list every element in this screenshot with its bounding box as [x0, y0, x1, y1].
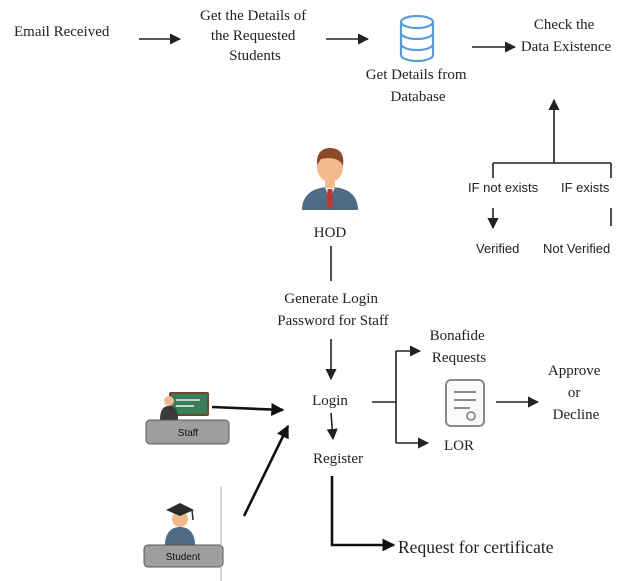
- path-register-to-request: [330, 476, 396, 552]
- generate-label: Generate Login Password for Staff: [277, 291, 388, 329]
- register-label: Register: [313, 451, 363, 467]
- approve-label: Approve or Decline: [548, 363, 604, 423]
- lor-label: LOR: [444, 438, 474, 454]
- graduate-student-icon: [165, 503, 195, 545]
- arrow-student-to-login: [242, 424, 290, 517]
- not-verified-label: Not Verified: [543, 241, 610, 256]
- student-label: Student: [166, 552, 201, 563]
- database-icon: [399, 14, 435, 63]
- arrow-login-to-register: [326, 412, 338, 441]
- request-label: Request for certificate: [398, 537, 554, 557]
- arrow-staff-to-login: [211, 403, 285, 417]
- hod-label: HOD: [314, 225, 347, 241]
- staff-label: Staff: [178, 428, 199, 439]
- certificate-document-icon: [445, 379, 485, 427]
- bonafide-label: Bonafide Requests: [430, 328, 489, 366]
- verified-label: Verified: [476, 241, 519, 256]
- staff-badge: [145, 419, 230, 445]
- student-badge: [143, 544, 224, 568]
- manager-avatar-icon: [302, 148, 358, 210]
- email-received-label: Email Received: [14, 24, 110, 40]
- if-not-exists-label: IF not exists: [468, 180, 539, 195]
- if-exists-label: IF exists: [561, 180, 610, 195]
- check-label: Check the Data Existence: [521, 17, 612, 55]
- get-details-label: Get the Details of the Requested Student…: [200, 8, 310, 64]
- login-label: Login: [312, 393, 348, 409]
- get-db-label: Get Details from Database: [366, 67, 471, 105]
- teacher-at-board-icon: [160, 392, 209, 420]
